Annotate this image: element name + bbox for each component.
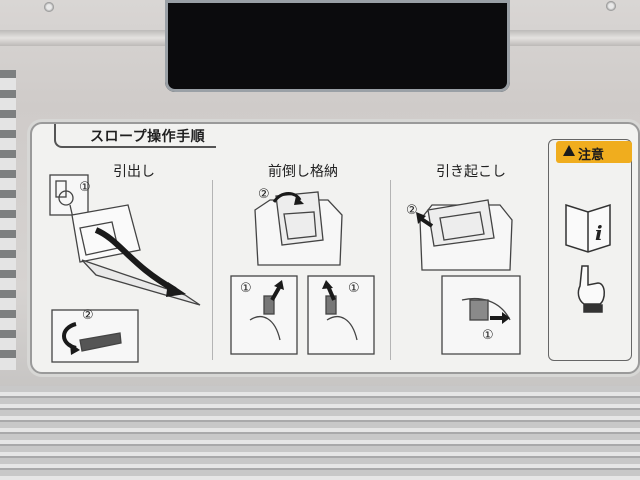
manual-book-icon [565, 203, 611, 253]
inset-latch-left [230, 275, 298, 355]
fold-arrow-icon [272, 192, 302, 203]
pull-arrowhead-icon [166, 282, 186, 297]
step-number-2: ② [258, 187, 270, 202]
pointing-hand-icon [577, 265, 605, 313]
lock-ring-icon [58, 190, 74, 206]
caution-label: 注意 [578, 148, 605, 163]
latch-detail [249, 316, 281, 341]
pull-arrow-icon [94, 227, 177, 293]
up-arrowhead-icon [322, 280, 333, 289]
lock-handle-icon [55, 180, 67, 198]
bottom-rails [0, 386, 640, 480]
step-number-2: ② [406, 203, 418, 218]
ramp-inner-raise [439, 211, 485, 241]
raise-illustration [419, 199, 521, 355]
info-icon: i [595, 221, 603, 245]
release-handle-icon [469, 299, 489, 321]
section-divider [212, 180, 213, 360]
release-detail [461, 297, 511, 321]
right-arrowhead-icon [502, 312, 510, 324]
rotate-arrowhead-icon [70, 343, 80, 355]
inset-handle-box [51, 309, 139, 363]
dark-window [165, 0, 510, 92]
pull-out-illustration [49, 174, 201, 363]
step-number-1: ① [240, 281, 252, 296]
fold-arrowhead-icon [294, 196, 304, 205]
ramp-inner-fold [283, 211, 317, 240]
step-number-2: ② [82, 308, 94, 323]
raise-arrowhead-icon [416, 212, 426, 224]
up-arrowhead-icon [274, 280, 284, 290]
section-title-raise: 引き起こし [436, 164, 506, 180]
step-number-1: ① [348, 281, 360, 296]
section-divider [390, 180, 391, 360]
section-title-pull-out: 引出し [113, 164, 155, 180]
inset-latch-right [307, 275, 375, 355]
step-number-1: ① [482, 328, 494, 343]
folded-ramp [275, 191, 324, 246]
handle-icon [79, 332, 122, 352]
latch-detail [326, 316, 358, 341]
section-title-fold-forward: 前倒し格納 [268, 164, 338, 180]
left-grille [0, 70, 16, 370]
bolt [44, 2, 54, 12]
latch-lever-icon [263, 295, 275, 315]
step-number-1: ① [79, 180, 91, 195]
up-arrow-icon [270, 285, 282, 301]
warning-triangle-icon [563, 145, 575, 156]
bolt [606, 1, 616, 11]
caution-header: 注意 [556, 141, 632, 163]
title-tab: スロープ操作手順 [54, 124, 216, 148]
fold-forward-illustration [230, 191, 375, 355]
page-title: スロープ操作手順 [90, 129, 206, 145]
